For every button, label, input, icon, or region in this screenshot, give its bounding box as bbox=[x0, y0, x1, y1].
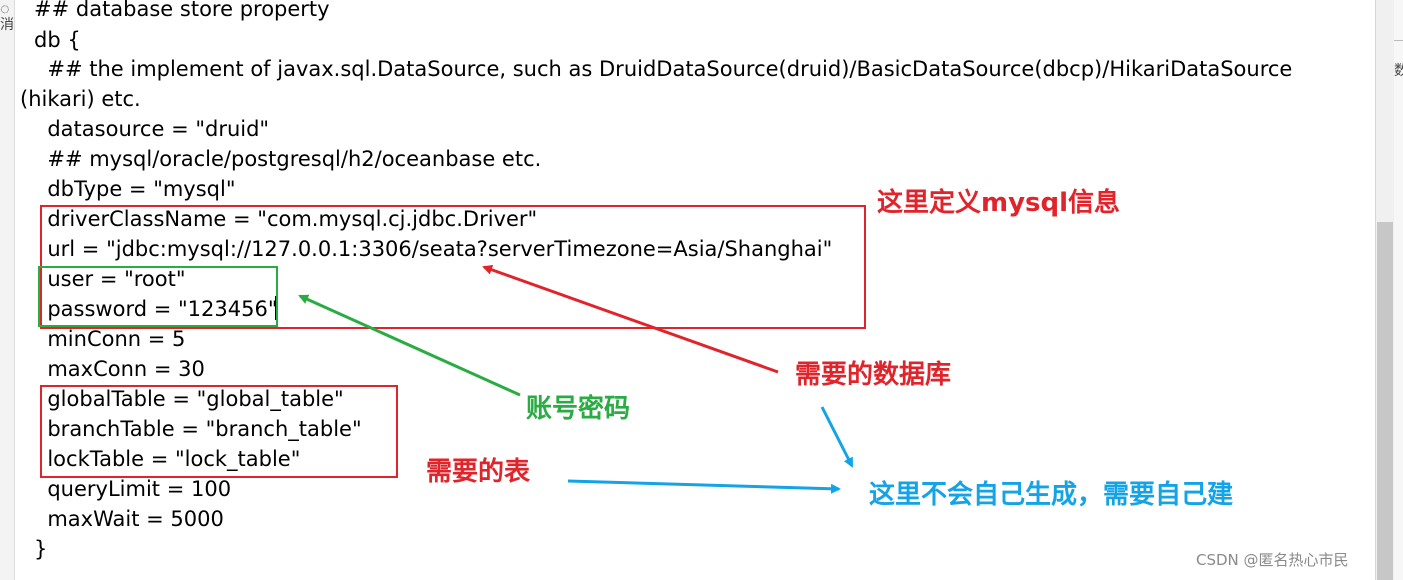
left-edge-icon: ◌ bbox=[0, 1, 10, 18]
annotation-mysql-info: 这里定义mysql信息 bbox=[877, 188, 1121, 218]
annotation-credentials: 账号密码 bbox=[526, 394, 631, 424]
code-line: globalTable = "global_table" bbox=[34, 387, 344, 411]
scrollbar-thumb[interactable] bbox=[1377, 222, 1393, 580]
code-line: lockTable = "lock_table" bbox=[34, 447, 301, 471]
code-line: minConn = 5 bbox=[34, 327, 186, 351]
code-line: (hikari) etc. bbox=[20, 87, 141, 111]
annotation-not-auto-generated: 这里不会自己生成，需要自己建 bbox=[869, 480, 1234, 510]
credentials-highlight-box bbox=[38, 266, 278, 327]
right-edge-text: 数 bbox=[1394, 62, 1403, 78]
annotation-tables-needed: 需要的表 bbox=[426, 457, 531, 487]
arrow-tables-to-note bbox=[567, 479, 841, 494]
code-line: driverClassName = "com.mysql.cj.jdbc.Dri… bbox=[34, 207, 538, 231]
right-window-edge bbox=[1394, 0, 1403, 580]
tables-highlight-box bbox=[40, 385, 398, 478]
code-line: } bbox=[34, 537, 48, 561]
left-edge-text: 消 bbox=[0, 16, 14, 32]
right-edge-divider bbox=[1394, 40, 1403, 41]
code-line: queryLimit = 100 bbox=[34, 477, 232, 501]
code-line: ## mysql/oracle/postgresql/h2/oceanbase … bbox=[34, 147, 542, 171]
code-line: maxWait = 5000 bbox=[34, 507, 224, 531]
code-line: dbType = "mysql" bbox=[34, 177, 236, 201]
annotation-database-needed: 需要的数据库 bbox=[795, 360, 952, 390]
code-line: datasource = "druid" bbox=[34, 117, 270, 141]
code-line: user = "root" bbox=[34, 267, 186, 291]
arrow-database-to-note bbox=[820, 406, 854, 468]
code-line: url = "jdbc:mysql://127.0.0.1:3306/seata… bbox=[34, 237, 833, 261]
code-line: ## the implement of javax.sql.DataSource… bbox=[34, 57, 1293, 81]
csdn-watermark: CSDN @匿名热心市民 bbox=[1196, 551, 1349, 569]
code-line: ## database store property bbox=[34, 0, 330, 21]
code-line: db { bbox=[34, 28, 81, 52]
code-line: branchTable = "branch_table" bbox=[34, 417, 362, 441]
code-line: maxConn = 30 bbox=[34, 357, 205, 381]
left-window-edge bbox=[0, 0, 15, 580]
code-line: password = "123456" bbox=[34, 297, 278, 321]
